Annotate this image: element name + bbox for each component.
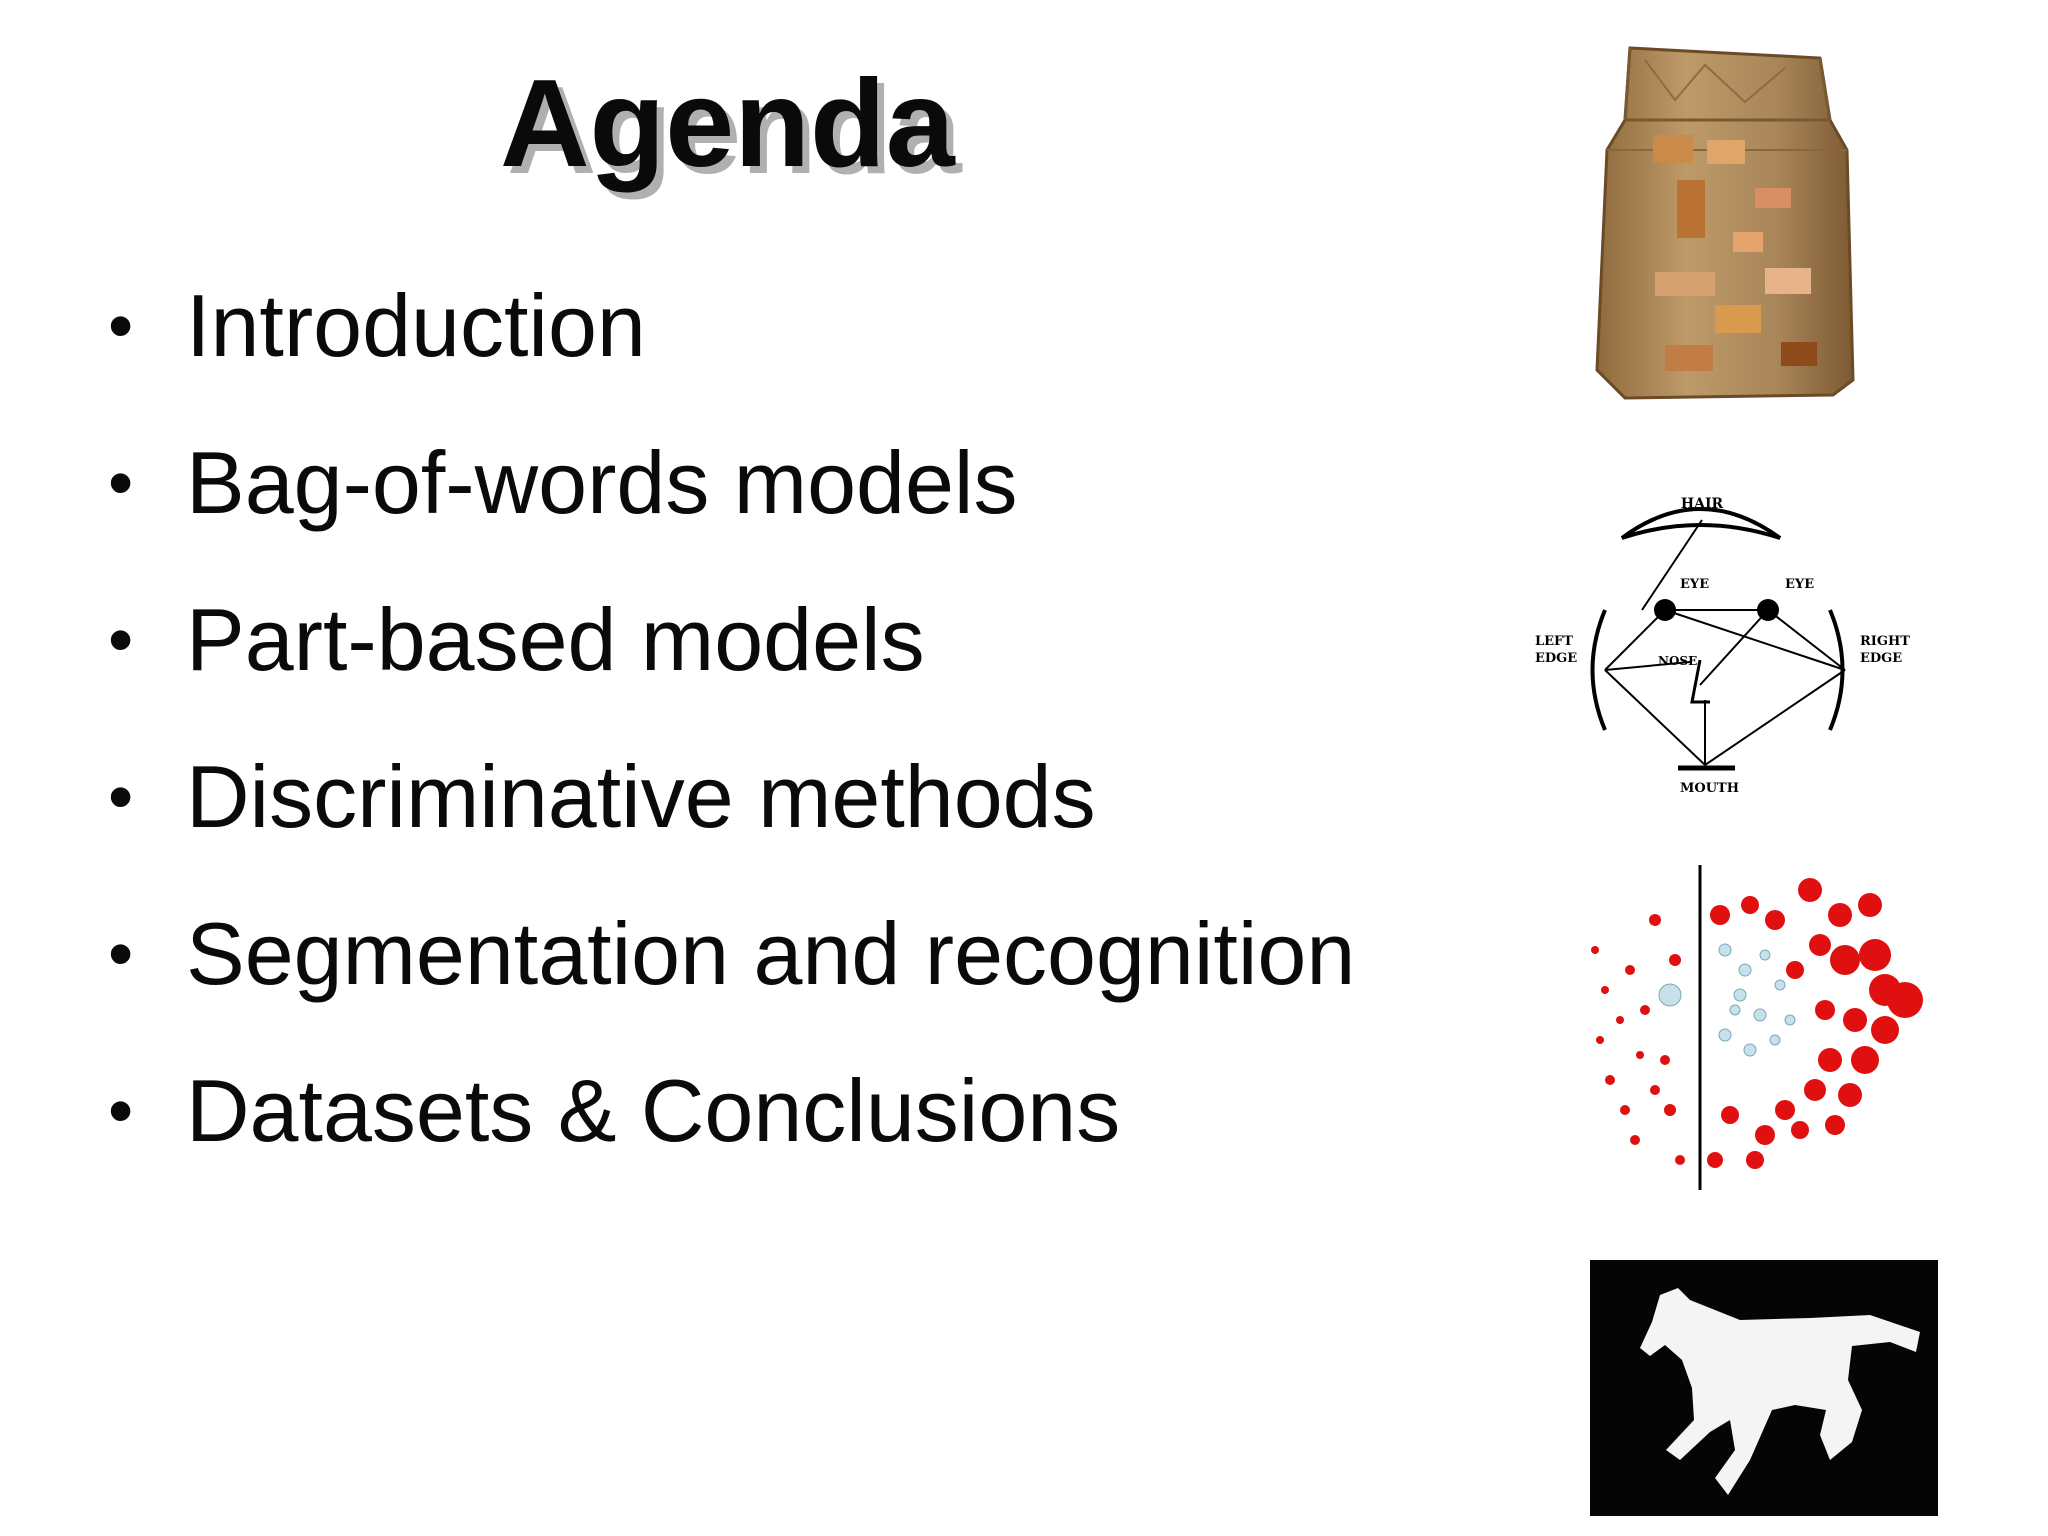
red-dot: [1791, 1121, 1809, 1139]
agenda-item-label: Datasets & Conclusions: [186, 1061, 1121, 1160]
blue-dot: [1759, 949, 1771, 961]
blue-dot: [1784, 1014, 1796, 1026]
agenda-item-label: Segmentation and recognition: [186, 904, 1356, 1003]
label-mouth: MOUTH: [1680, 781, 1739, 796]
red-dot: [1596, 1036, 1604, 1044]
red-dot: [1809, 934, 1831, 956]
bullet: •: [108, 914, 134, 994]
red-dot: [1605, 1075, 1615, 1085]
agenda-item: •Segmentation and recognition: [108, 910, 1355, 1067]
discriminative-scatter-image: [1575, 860, 1925, 1195]
blue-dot: [1658, 983, 1682, 1007]
red-dot: [1591, 946, 1599, 954]
red-dot: [1858, 893, 1882, 917]
red-dot: [1620, 1105, 1630, 1115]
blue-dot: [1753, 1008, 1767, 1022]
bullet: •: [108, 443, 134, 523]
red-dot: [1664, 1104, 1676, 1116]
red-dot: [1887, 982, 1923, 1018]
red-dot: [1843, 1008, 1867, 1032]
label-eye-right: EYE: [1785, 577, 1814, 592]
agenda-item-label: Discriminative methods: [186, 747, 1096, 846]
paper-bag-graphic: [1595, 46, 1855, 400]
agenda-item-label: Introduction: [186, 276, 646, 375]
label-right-edge-1: RIGHT: [1860, 634, 1910, 649]
red-dot: [1625, 965, 1635, 975]
red-dot: [1798, 878, 1822, 902]
label-nose: NOSE: [1658, 654, 1697, 668]
blue-dot: [1769, 1034, 1781, 1046]
bullet: •: [108, 600, 134, 680]
red-dot: [1851, 1046, 1879, 1074]
label-left-edge-1: LEFT: [1535, 634, 1573, 649]
label-hair: HAIR: [1681, 496, 1724, 512]
label-right-edge-2: EDGE: [1860, 651, 1902, 666]
scatter-graphic: [1591, 865, 1923, 1190]
label-eye-left: EYE: [1680, 577, 1709, 592]
red-dot: [1669, 954, 1681, 966]
red-dot: [1871, 1016, 1899, 1044]
agenda-item: •Datasets & Conclusions: [108, 1067, 1355, 1224]
red-dot: [1601, 986, 1609, 994]
agenda-item-label: Bag-of-words models: [186, 433, 1018, 532]
horse-segmentation-image: [1590, 1260, 1938, 1516]
red-dot: [1838, 1083, 1862, 1107]
agenda-item: •Bag-of-words models: [108, 439, 1355, 596]
red-dot: [1707, 1152, 1723, 1168]
blue-dot: [1743, 1043, 1757, 1057]
red-dot: [1721, 1106, 1739, 1124]
red-dot: [1660, 1055, 1670, 1065]
red-dot: [1775, 1100, 1795, 1120]
paper-bag-image: [1585, 40, 1870, 405]
red-dot: [1636, 1051, 1644, 1059]
agenda-item: •Part-based models: [108, 596, 1355, 753]
red-dot: [1630, 1135, 1640, 1145]
red-dot: [1830, 945, 1860, 975]
red-dot: [1828, 903, 1852, 927]
red-dot: [1649, 914, 1661, 926]
red-dot: [1804, 1079, 1826, 1101]
slide-title: Agenda: [500, 55, 955, 193]
red-dot: [1765, 910, 1785, 930]
blue-dot: [1729, 1004, 1741, 1016]
red-dot: [1675, 1155, 1685, 1165]
agenda-list: •Introduction •Bag-of-words models •Part…: [108, 282, 1355, 1224]
red-dot: [1818, 1048, 1842, 1072]
red-dot: [1815, 1000, 1835, 1020]
part-based-face-model: HAIR EYE EYE LEFT EDGE RIGHT EDGE NOSE M: [1530, 470, 1930, 810]
blue-dot: [1718, 943, 1732, 957]
blue-dot: [1774, 979, 1786, 991]
blue-dot: [1718, 1028, 1732, 1042]
label-left-edge-2: EDGE: [1535, 651, 1577, 666]
red-dot: [1640, 1005, 1650, 1015]
red-dot: [1755, 1125, 1775, 1145]
agenda-item: •Introduction: [108, 282, 1355, 439]
red-dot: [1710, 905, 1730, 925]
red-dot: [1746, 1151, 1764, 1169]
agenda-item-label: Part-based models: [186, 590, 925, 689]
red-dot: [1825, 1115, 1845, 1135]
red-dot: [1859, 939, 1891, 971]
bullet: •: [108, 1071, 134, 1151]
blue-dot: [1733, 988, 1747, 1002]
red-dot: [1786, 961, 1804, 979]
agenda-item: •Discriminative methods: [108, 753, 1355, 910]
red-dot: [1650, 1085, 1660, 1095]
horse-graphic: [1590, 1260, 1938, 1516]
red-dot: [1741, 896, 1759, 914]
bullet: •: [108, 757, 134, 837]
red-dot: [1616, 1016, 1624, 1024]
constellation-graphic: HAIR EYE EYE LEFT EDGE RIGHT EDGE NOSE M: [1535, 496, 1910, 796]
bullet: •: [108, 286, 134, 366]
blue-dot: [1738, 963, 1752, 977]
